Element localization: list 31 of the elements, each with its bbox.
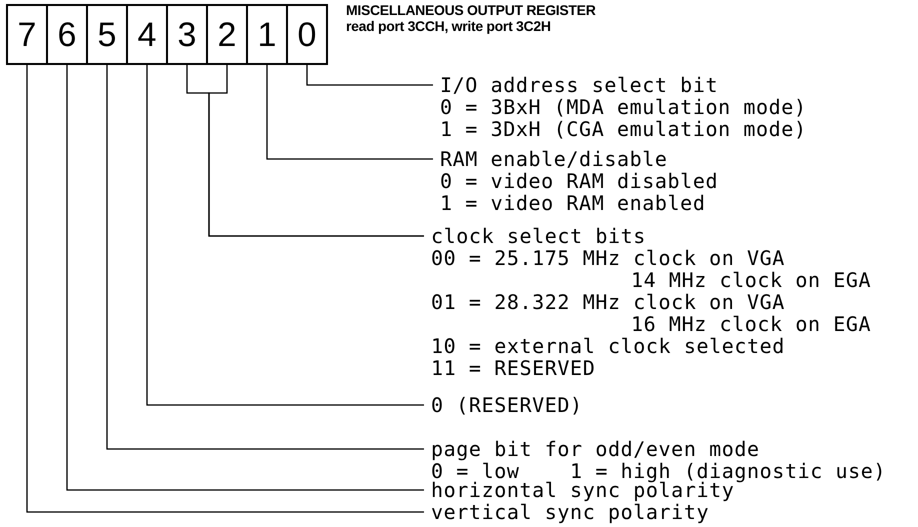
value-description: 1 = video RAM enabled xyxy=(440,192,706,214)
value-description: 01 = 28.322 MHz clock on VGA xyxy=(431,291,786,313)
value-description: 00 = 25.175 MHz clock on VGA xyxy=(431,247,786,269)
value-description: 10 = external clock selected xyxy=(431,335,786,357)
subtitle: read port 3CCH, write port 3C2H xyxy=(346,18,552,34)
field-description: clock select bits xyxy=(431,225,647,247)
bit-cell: 5 xyxy=(86,4,128,65)
connector-line xyxy=(106,65,424,450)
bit-cell: 1 xyxy=(246,4,288,65)
bit-cell: 7 xyxy=(6,4,48,65)
bit-cell: 6 xyxy=(46,4,88,65)
title: MISCELLANEOUS OUTPUT REGISTER xyxy=(346,2,596,18)
field-description: I/O address select bit xyxy=(440,74,720,96)
field-description: RAM enable/disable xyxy=(440,148,669,170)
bit-cell: 4 xyxy=(126,4,168,65)
value-description: 11 = RESERVED xyxy=(431,357,596,379)
value-description: 0 = video RAM disabled xyxy=(440,170,718,192)
field-description: page bit for odd/even mode xyxy=(431,438,761,460)
connector-line xyxy=(266,65,433,160)
value-description: 16 MHz clock on EGA xyxy=(630,313,872,335)
value-description: 0 = low 1 = high (diagnostic use) xyxy=(431,460,886,482)
field-description: 0 (RESERVED) xyxy=(431,394,583,416)
bit-cell: 3 xyxy=(166,4,208,65)
value-description: 0 = 3BxH (MDA emulation mode) xyxy=(440,96,807,118)
value-description: 14 MHz clock on EGA xyxy=(630,269,872,291)
value-description: 1 = 3DxH (CGA emulation mode) xyxy=(440,118,807,140)
bit-cell: 2 xyxy=(206,4,248,65)
connector-line xyxy=(146,65,424,406)
field-description: vertical sync polarity xyxy=(431,501,710,523)
connector-line xyxy=(306,65,433,86)
bit-cell: 0 xyxy=(286,4,328,65)
